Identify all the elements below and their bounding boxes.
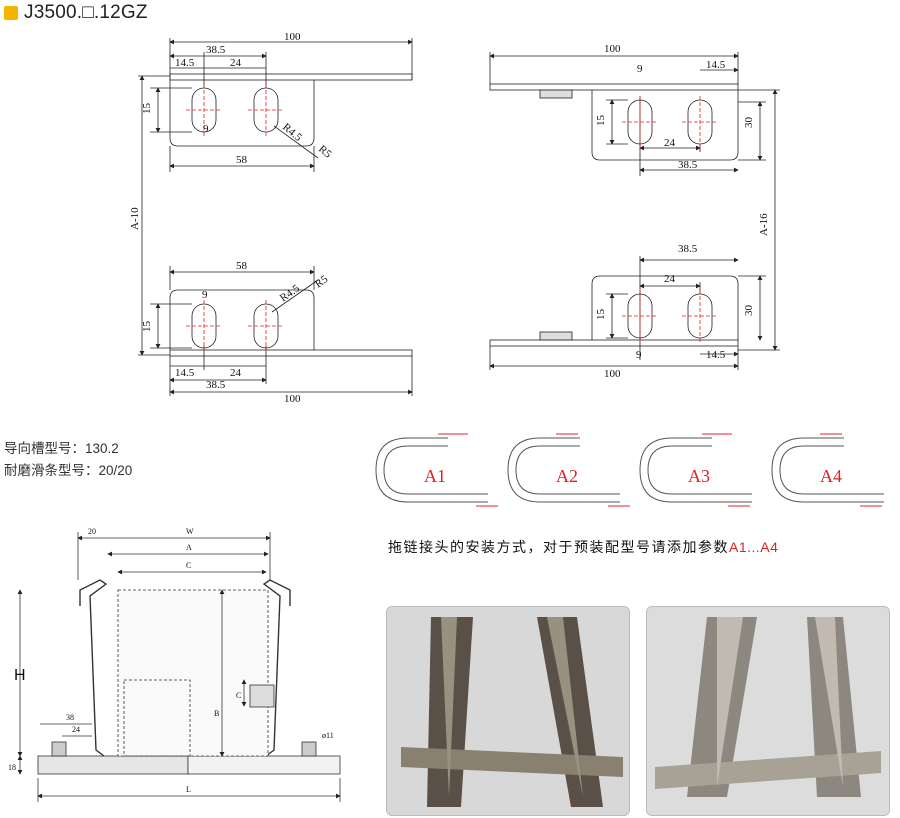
sec-bg: B (214, 709, 219, 718)
dim-58-bl: 58 (236, 260, 248, 272)
dim-r5-tl: R5 (316, 143, 334, 161)
dim-r5-bl: R5 (313, 273, 331, 290)
dim-15-tl: 15 (141, 103, 153, 115)
page-title: J3500.□.12GZ (4, 2, 148, 24)
dim-9-bl: 9 (202, 289, 208, 301)
guide-info: 导向槽型号：130.2 耐磨滑条型号：20/20 (4, 438, 132, 482)
chain-a1-icon (375, 433, 498, 507)
dim-a10: A-10 (129, 207, 141, 230)
dim-15-tr: 15 (595, 115, 607, 127)
chain-a3-icon (639, 433, 752, 507)
photo-guide-channel-2 (646, 606, 890, 816)
dim-15-br: 15 (595, 309, 607, 321)
sec-hole: ø11 (322, 731, 334, 740)
chain-label-a2: A2 (556, 466, 578, 486)
dim-30-tr: 30 (743, 117, 755, 129)
dim-24-tl: 24 (230, 57, 242, 69)
dim-100-tr: 100 (604, 43, 621, 55)
sec-dim-24: 24 (72, 725, 80, 734)
chain-a2-icon (507, 433, 630, 507)
caption-params: A1...A4 (729, 539, 779, 555)
dim-58-tl: 58 (236, 154, 248, 166)
chain-label-a1: A1 (424, 466, 446, 486)
photo-guide-channel-1 (386, 606, 630, 816)
chain-label-a4: A4 (820, 466, 842, 486)
dim-24-br: 24 (664, 273, 676, 285)
photo-2-image (647, 607, 889, 815)
dim-38-5-tr: 38.5 (678, 159, 698, 171)
dim-15-bl: 15 (141, 321, 153, 333)
dim-38-5-bl: 38.5 (206, 379, 226, 391)
dim-a16: A-16 (758, 213, 770, 236)
dim-100-bl: 100 (284, 393, 301, 405)
dim-38-5-tl: 38.5 (206, 44, 226, 56)
caption-text: 拖链接头的安装方式，对于预装配型号请添加参数 (388, 540, 729, 556)
dim-100-br: 100 (604, 368, 621, 380)
chain-mounting-diagrams: A1 A2 A3 A4 (375, 433, 884, 507)
photo-1-image (387, 607, 629, 815)
dim-24-bl: 24 (230, 367, 242, 379)
dim-24-tr: 24 (664, 137, 676, 149)
dim-14-5-tr: 14.5 (706, 59, 726, 71)
dim-9-br: 9 (636, 349, 642, 361)
sec-dim-18: 18 (8, 763, 16, 772)
sec-dim-a: A (186, 543, 192, 552)
guide-channel-model: 导向槽型号：130.2 (4, 441, 119, 456)
sec-dim-l: L (186, 785, 191, 794)
dim-9-tr: 9 (637, 63, 643, 75)
cross-section-drawing: 20 W A C 38 24 18 L ø11 C B H (8, 527, 341, 802)
dim-100-tl: 100 (284, 31, 301, 43)
wear-strip-model: 耐磨滑条型号：20/20 (4, 463, 133, 478)
folder-icon (4, 6, 18, 20)
dim-r45-tl: R4.5 (280, 121, 304, 144)
dim-38-5-br: 38.5 (678, 243, 698, 255)
sec-dim-w: W (186, 527, 194, 536)
chain-a4-icon (771, 433, 884, 507)
sec-dim-20: 20 (88, 527, 96, 536)
sec-dim-38: 38 (66, 713, 74, 722)
dim-30-br: 30 (743, 305, 755, 317)
model-number: J3500.□.12GZ (24, 2, 148, 23)
dim-r45-bl: R4.5 (278, 282, 303, 304)
dim-9-tl: 9 (203, 123, 209, 135)
dim-14-5-tl: 14.5 (175, 57, 195, 69)
sec-hg: H (14, 667, 26, 684)
sec-dim-c: C (186, 561, 191, 570)
dim-14-5-bl: 14.5 (175, 367, 195, 379)
dim-14-5-br: 14.5 (706, 349, 726, 361)
chain-label-a3: A3 (688, 466, 710, 486)
bracket-drawing: 100 38.5 14.5 24 15 9 58 R4.5 R5 A-10 58… (129, 31, 780, 405)
mounting-caption: 拖链接头的安装方式，对于预装配型号请添加参数A1...A4 (388, 537, 778, 557)
sec-cg: C (236, 691, 241, 700)
